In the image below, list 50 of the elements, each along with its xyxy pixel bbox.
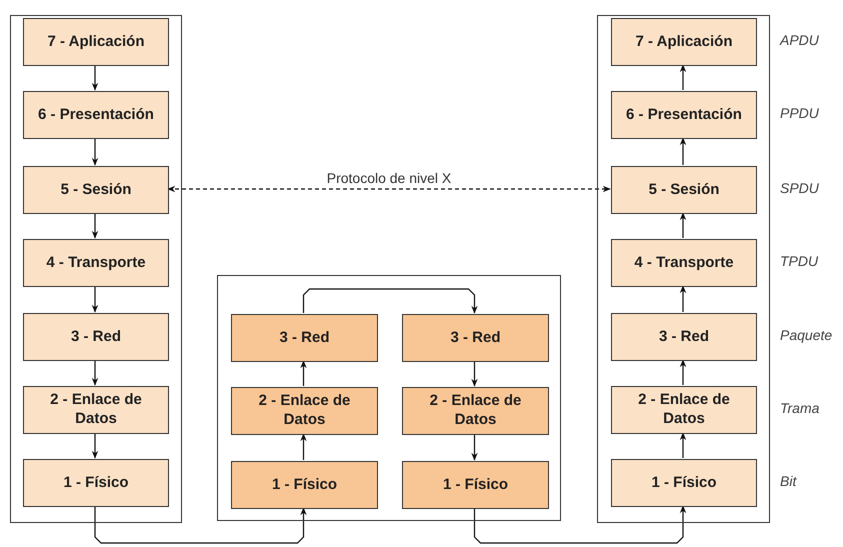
layer-box: 3 - Red bbox=[402, 314, 549, 362]
pdu-label: Paquete bbox=[780, 327, 832, 343]
arrow bbox=[471, 434, 478, 461]
arrow bbox=[474, 505, 686, 544]
pdu-label: PPDU bbox=[780, 105, 819, 121]
layer-box: 2 - Enlace de Datos bbox=[611, 386, 757, 434]
arrow bbox=[92, 138, 98, 166]
layer-box: 1 - Físico bbox=[611, 459, 757, 507]
container-frame bbox=[597, 15, 770, 523]
layer-box: 4 - Transporte bbox=[611, 239, 757, 287]
arrow bbox=[302, 288, 478, 314]
layer-box: 2 - Enlace de Datos bbox=[231, 387, 378, 435]
arrow bbox=[94, 506, 307, 544]
arrow bbox=[300, 433, 307, 460]
arrow bbox=[92, 213, 98, 239]
arrow bbox=[300, 360, 307, 386]
arrow bbox=[92, 433, 98, 459]
layer-box: 2 - Enlace de Datos bbox=[23, 386, 169, 434]
arrow bbox=[680, 212, 686, 238]
arrow bbox=[680, 137, 686, 165]
layer-box: 3 - Red bbox=[231, 314, 378, 362]
layer-box: 5 - Sesión bbox=[611, 166, 757, 214]
arrow bbox=[680, 64, 686, 90]
pdu-label: APDU bbox=[780, 32, 819, 48]
layer-box: 6 - Presentación bbox=[611, 91, 757, 139]
layer-box: 5 - Sesión bbox=[23, 166, 169, 214]
layer-box: 1 - Físico bbox=[23, 459, 169, 507]
arrow bbox=[680, 432, 686, 458]
layer-box: 2 - Enlace de Datos bbox=[402, 387, 549, 435]
pdu-label: SPDU bbox=[780, 180, 819, 196]
container-frame bbox=[217, 275, 561, 521]
layer-box: 7 - Aplicación bbox=[611, 18, 757, 66]
layer-box: 7 - Aplicación bbox=[23, 18, 169, 66]
arrow bbox=[92, 65, 98, 91]
arrow bbox=[680, 285, 686, 312]
pdu-label: Bit bbox=[780, 473, 796, 489]
layer-box: 6 - Presentación bbox=[23, 91, 169, 139]
arrow bbox=[92, 286, 98, 313]
layer-box: 1 - Físico bbox=[402, 461, 549, 509]
arrow bbox=[471, 361, 478, 387]
pdu-label: Trama bbox=[780, 400, 820, 416]
layer-box: 3 - Red bbox=[23, 313, 169, 361]
layer-box: 3 - Red bbox=[611, 313, 757, 361]
dashed-arrow bbox=[167, 186, 611, 192]
container-frame bbox=[10, 15, 182, 523]
arrow bbox=[92, 360, 98, 386]
layer-box: 1 - Físico bbox=[231, 461, 378, 509]
pdu-label: TPDU bbox=[780, 253, 818, 269]
arrow bbox=[680, 359, 686, 385]
layer-box: 4 - Transporte bbox=[23, 239, 169, 287]
